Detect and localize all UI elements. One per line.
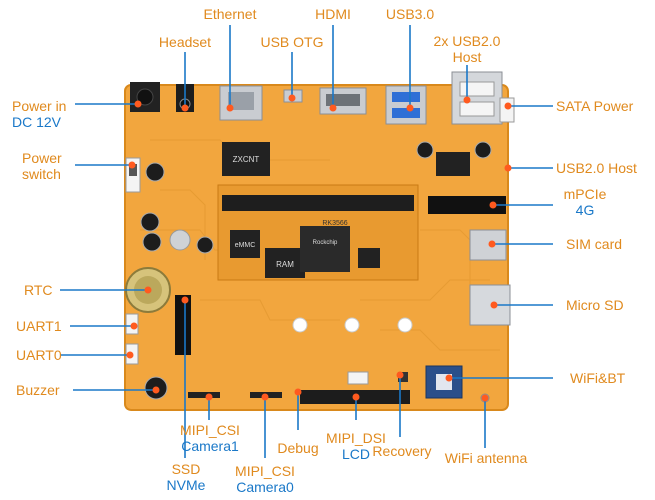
label-sim-card-text: SIM card [566,236,623,252]
capacitor-silver [169,229,191,251]
label-mipi-dsi: MIPI_DSI LCD [318,430,394,462]
som-module: eMMC RAM Rockchip RK3566 [217,184,419,281]
label-recovery-text: Recovery [372,443,432,459]
label-power-switch-text: Power [22,150,62,166]
label-uart1: UART1 [16,318,62,334]
label-micro-sd: Micro SD [566,297,624,313]
label-mipi-csi1-text: MIPI_CSI [180,422,240,438]
power-jack [130,82,160,112]
label-hdmi-text: HDMI [315,6,351,22]
wifi-module [425,365,463,399]
mount-holes [292,317,413,333]
label-mipi-dsi-sub: LCD [341,446,370,462]
label-power-in: Power in DC 12V [12,98,76,130]
ram-text: RAM [276,260,294,269]
label-usb-otg-text: USB OTG [260,34,324,50]
ssd-slot [175,295,191,355]
label-usb20-2x: 2x USB2.0 Host [422,33,512,65]
label-wifi-bt: WiFi&BT [570,370,625,386]
label-power-in-sub: DC 12V [12,114,62,130]
label-mpcie-sub: 4G [575,202,595,218]
zxcnt-chip: ZXCNT [222,142,270,176]
label-headset-text: Headset [158,34,212,50]
recovery-button-part [398,372,408,382]
usb-hub-chip [436,152,470,176]
label-mipi-csi0: MIPI_CSI Camera0 [226,463,304,495]
label-uart1-text: UART1 [16,318,62,334]
label-hdmi: HDMI [303,6,363,22]
usb30-port [385,85,427,125]
label-sata-power: SATA Power [556,98,633,114]
label-ethernet: Ethernet [195,6,265,22]
label-ssd: SSD NVMe [156,461,216,493]
rockchip-text: Rockchip [313,240,338,246]
label-debug-text: Debug [277,440,319,456]
label-micro-sd-text: Micro SD [566,297,624,313]
label-sata-power-text: SATA Power [556,98,634,114]
label-buzzer: Buzzer [16,382,60,398]
sata-power-conn [499,97,515,123]
label-mipi-csi1-sub: Camera1 [181,438,239,454]
label-power-in-text: Power in [12,98,67,114]
label-power-switch: Power switch [22,150,72,182]
label-mipi-csi0-sub: Camera0 [236,479,294,495]
label-mpcie: mPCIe 4G [556,186,614,218]
hdmi-port [319,87,367,115]
label-ssd-sub: NVMe [166,477,206,493]
label-ssd-text: SSD [171,461,201,477]
label-recovery: Recovery [368,443,436,459]
label-wifi-antenna: WiFi antenna [436,450,536,466]
sim-slot [469,229,507,261]
usb20-2x-port [451,71,503,125]
label-wifi-bt-text: WiFi&BT [570,370,626,386]
emmc-text: eMMC [235,242,256,249]
label-buzzer-text: Buzzer [16,382,60,398]
label-mipi-csi0-text: MIPI_CSI [235,463,295,479]
label-headset: Headset [148,34,222,50]
debug-conn [347,371,369,385]
label-usb20-2x-text: 2x USB2.0 [433,33,501,49]
label-power-switch-sub: switch [22,166,61,182]
label-rtc-text: RTC [24,282,53,298]
label-usb30: USB3.0 [376,6,444,22]
label-mipi-csi1: MIPI_CSI Camera1 [172,422,248,454]
label-usb30-text: USB3.0 [385,6,435,22]
label-wifi-antenna-text: WiFi antenna [444,450,528,466]
leader-dots [126,94,512,402]
zxcnt-text: ZXCNT [233,155,260,164]
ethernet-port [219,85,263,121]
label-sim-card: SIM card [566,236,622,252]
label-usb20-host: USB2.0 Host [556,160,637,176]
label-usb-otg: USB OTG [254,34,330,50]
label-usb20-2x-sub: Host [452,49,482,65]
label-ethernet-text: Ethernet [203,6,257,22]
label-mpcie-text: mPCIe [563,186,607,202]
label-rtc: RTC [24,282,53,298]
mipi-csi1-conn [188,392,220,398]
label-mipi-dsi-text: MIPI_DSI [326,430,386,446]
soc-text: RK3566 [322,220,347,227]
label-uart0: UART0 [16,347,62,363]
leader-lines [60,25,553,458]
label-usb20-host-text: USB2.0 Host [556,160,637,176]
mpcie-slot [428,196,506,214]
label-uart0-text: UART0 [16,347,62,363]
label-debug: Debug [270,440,326,456]
